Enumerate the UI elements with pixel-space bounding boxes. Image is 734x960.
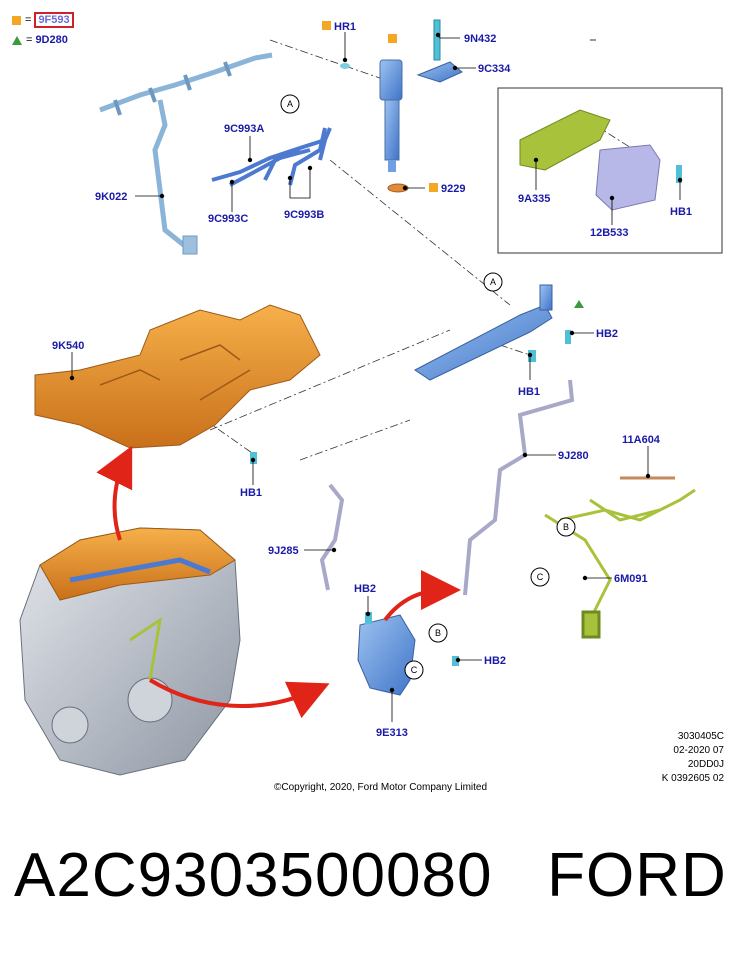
callouts: A A B B C C	[280, 94, 576, 680]
label-hb1-cover[interactable]: HB1	[240, 487, 262, 499]
label-9j285[interactable]: 9J285	[268, 545, 299, 557]
parts-diagram: A A B B C C HR1 9N432 9C334 9K022 9C993A…	[19, 19, 723, 776]
label-11a604[interactable]: 11A604	[622, 434, 661, 446]
legend-fuel-injector: = 9F593	[12, 12, 74, 28]
label-9n432[interactable]: 9N432	[464, 33, 496, 45]
orange-square-icon	[12, 15, 21, 25]
fuel-injector	[340, 59, 409, 193]
orange-square-icon	[429, 183, 438, 192]
orange-markers	[322, 21, 438, 192]
ref-line-2: 02-2020 07	[673, 745, 724, 756]
label-9a335[interactable]: 9A335	[518, 193, 550, 205]
sensor-lines	[319, 379, 575, 596]
callout-a-top: A	[287, 99, 293, 109]
callout-a-rail: A	[490, 277, 496, 287]
label-hb1-inset[interactable]: HB1	[670, 206, 692, 218]
reference-block: 3030405C 02-2020 07 20DD0J K 0392605 02	[640, 730, 724, 786]
inset-box	[497, 87, 723, 254]
callout-b-bracket: B	[435, 628, 441, 638]
orange-square-icon	[322, 21, 331, 30]
part-number: A2C9303500080	[14, 841, 493, 910]
engine-block	[19, 527, 241, 776]
orange-square-icon	[388, 34, 397, 43]
label-9c334[interactable]: 9C334	[478, 63, 511, 75]
legend-code-9f593[interactable]: 9F593	[34, 12, 74, 28]
label-9c993a[interactable]: 9C993A	[224, 123, 264, 135]
label-hb2-sensor[interactable]: HB2	[354, 583, 376, 595]
ref-line-1: 3030405C	[677, 731, 724, 742]
label-9j280[interactable]: 9J280	[558, 450, 589, 462]
label-leaders	[69, 32, 683, 722]
fuel-rail	[414, 284, 584, 381]
ref-line-4: K 0392605 02	[661, 773, 724, 784]
glow-plug-module	[519, 109, 682, 211]
part-labels: HR1 9N432 9C334 9K022 9C993A 9C993C 9C99…	[52, 21, 692, 739]
label-9c993c[interactable]: 9C993C	[208, 213, 248, 225]
injector-clamp	[416, 19, 463, 83]
label-9k022[interactable]: 9K022	[95, 191, 127, 203]
label-9e313[interactable]: 9E313	[376, 727, 408, 739]
green-triangle-icon	[12, 35, 22, 45]
red-arrows	[96, 445, 461, 719]
label-hb1-rail[interactable]: HB1	[518, 386, 540, 398]
cover-9k540	[34, 304, 321, 464]
bracket-9e313	[357, 612, 459, 696]
label-9c993b[interactable]: 9C993B	[284, 209, 324, 221]
copyright: ©Copyright, 2020, Ford Motor Company Lim…	[274, 782, 488, 793]
legend-code-9d280: 9D280	[35, 34, 68, 46]
label-9229[interactable]: 9229	[441, 183, 465, 195]
label-6m091[interactable]: 6M091	[614, 573, 648, 585]
legend-equals: =	[25, 14, 32, 26]
callout-b-harness: B	[563, 522, 569, 532]
label-hb2-bracket[interactable]: HB2	[484, 655, 506, 667]
glow-harness	[544, 488, 696, 639]
brand-name: FORD	[547, 841, 727, 910]
legend-equals: =	[26, 34, 33, 46]
callout-c-harness: C	[537, 572, 544, 582]
label-hb2-rail[interactable]: HB2	[596, 328, 618, 340]
legend-fuel-rail: = 9D280	[12, 34, 68, 46]
callout-c-bracket: C	[411, 665, 418, 675]
ref-line-3: 20DD0J	[687, 759, 724, 770]
leader-lines	[204, 39, 651, 461]
label-12b533[interactable]: 12B533	[590, 227, 629, 239]
label-9k540[interactable]: 9K540	[52, 340, 84, 352]
injector-lines-9c993	[211, 127, 332, 187]
footer-title: A2C9303500080 FORD	[14, 840, 727, 911]
return-pipe-9k022	[99, 52, 273, 255]
label-hr1[interactable]: HR1	[334, 21, 356, 33]
